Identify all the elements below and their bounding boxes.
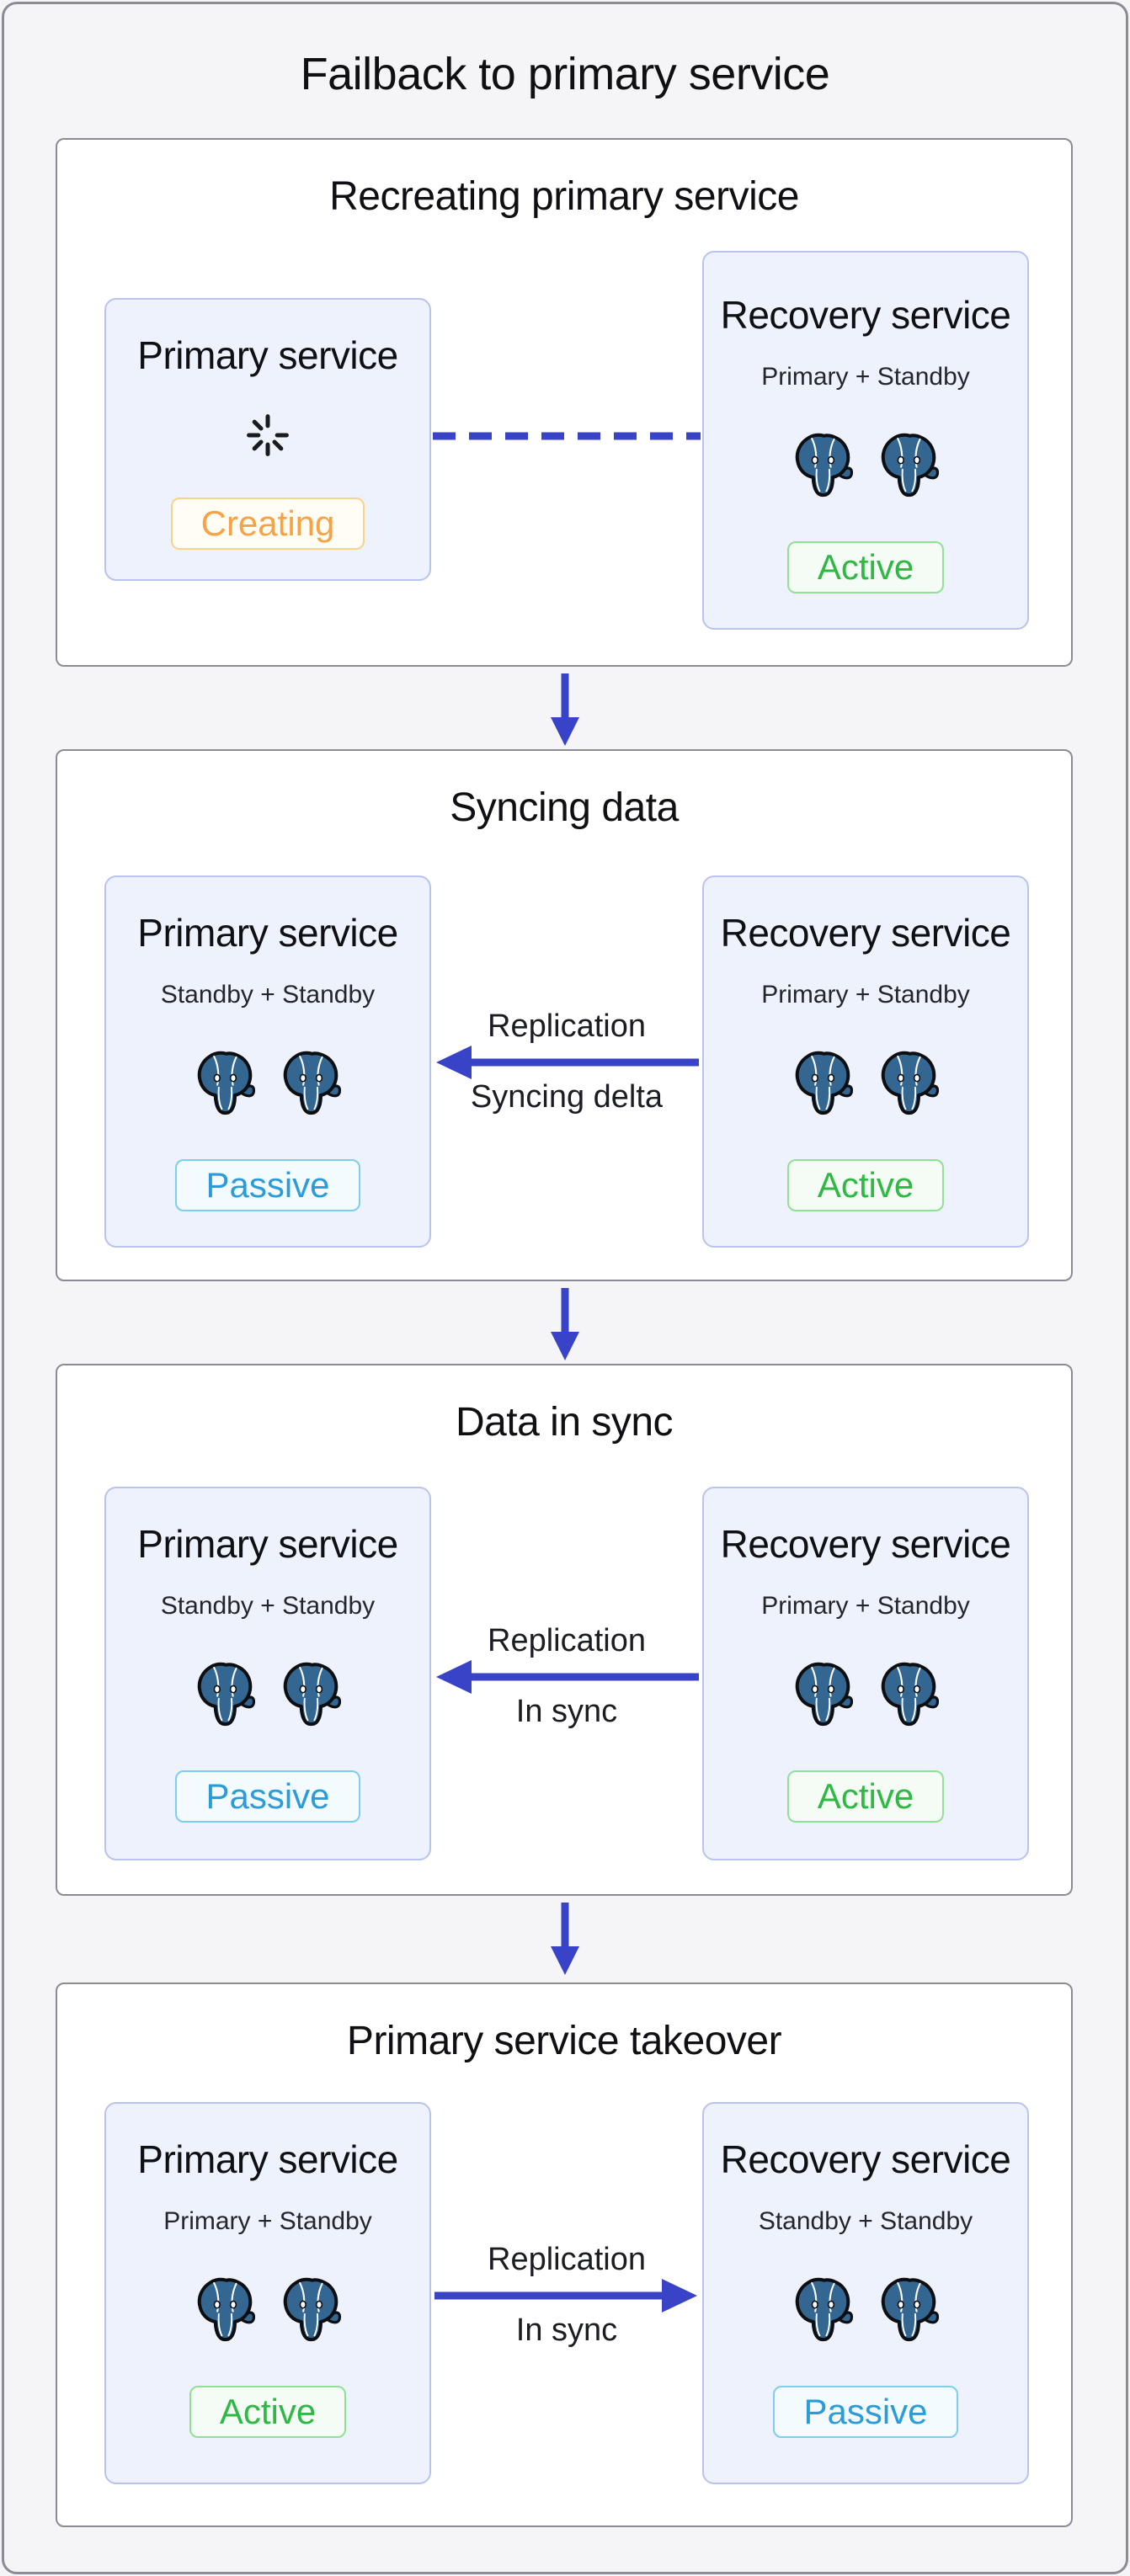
postgres-elephant-icon: [191, 1661, 259, 1728]
replication-label: Replication: [488, 2242, 646, 2277]
postgres-elephant-icon: [191, 2276, 259, 2344]
status-badge: Active: [189, 2385, 347, 2439]
card-title: Recovery service: [720, 1522, 1011, 1566]
primary-service-card: Primary service Standby + Standby Passiv…: [104, 1487, 431, 1860]
replication-arrow-left: [436, 1660, 699, 1694]
recovery-service-card: Recovery service Primary + Standby Activ…: [702, 1487, 1029, 1860]
replication-label: Replication: [488, 1623, 646, 1658]
postgres-elephant-icon: [875, 1050, 942, 1117]
recovery-service-card: Recovery service Primary + Standby Activ…: [702, 876, 1029, 1248]
stage-title: Primary service takeover: [346, 2019, 782, 2063]
postgres-elephant-icon: [875, 2276, 942, 2344]
postgres-elephant-icons: [789, 1050, 942, 1117]
recovery-service-card: Recovery service Primary + Standby Activ…: [702, 251, 1029, 630]
card-subtitle: Primary + Standby: [761, 1591, 970, 1620]
postgres-elephant-icons: [191, 2276, 344, 2344]
card-title: Recovery service: [720, 911, 1011, 955]
card-subtitle: Standby + Standby: [758, 2206, 973, 2235]
card-title: Primary service: [137, 2137, 398, 2181]
sync-state-label: In sync: [515, 1694, 618, 1729]
card-subtitle: Standby + Standby: [160, 980, 376, 1009]
sync-state-label: Syncing delta: [470, 1079, 664, 1115]
down-arrow-icon: [551, 1903, 579, 1975]
postgres-elephant-icon: [789, 1050, 856, 1117]
postgres-elephant-icon: [277, 2276, 344, 2344]
postgres-elephant-icon: [789, 432, 856, 499]
postgres-elephant-icons: [789, 432, 942, 499]
status-badge: Creating: [170, 497, 365, 551]
postgres-elephant-icon: [875, 432, 942, 499]
status-badge: Passive: [773, 2385, 958, 2439]
card-title: Recovery service: [720, 293, 1011, 337]
stage-primary-service-takeover: Primary service takeover Primary service…: [56, 1983, 1073, 2527]
card-title: Primary service: [137, 333, 398, 377]
primary-service-card: Primary service Primary + Standby Active: [104, 2102, 431, 2484]
diagram-title: Failback to primary service: [300, 49, 830, 99]
card-title: Primary service: [137, 911, 398, 955]
down-arrow-icon: [551, 1288, 579, 1360]
stage-recreating-primary-service: Recreating primary service Primary servi…: [56, 138, 1073, 667]
replication-arrow-left: [436, 1046, 699, 1079]
postgres-elephant-icons: [789, 1661, 942, 1728]
card-subtitle: Primary + Standby: [761, 362, 970, 391]
stage-title: Recreating primary service: [329, 174, 799, 219]
stage-syncing-data: Syncing data Primary service Standby + S…: [56, 749, 1073, 1281]
primary-service-card: Primary service Standby + Standby Passiv…: [104, 876, 431, 1248]
card-subtitle: Standby + Standby: [160, 1591, 376, 1620]
card-title: Recovery service: [720, 2137, 1011, 2181]
primary-service-card: Primary service Creating: [104, 298, 431, 581]
status-badge: Passive: [175, 1770, 360, 1823]
postgres-elephant-icons: [789, 2276, 942, 2344]
postgres-elephant-icon: [875, 1661, 942, 1728]
postgres-elephant-icon: [789, 2276, 856, 2344]
down-arrow-icon: [551, 673, 579, 746]
dashed-connector-line: [433, 432, 701, 440]
postgres-elephant-icons: [191, 1050, 344, 1117]
stage-title: Data in sync: [455, 1400, 674, 1445]
card-subtitle: Primary + Standby: [761, 980, 970, 1009]
status-badge: Passive: [175, 1158, 360, 1212]
replication-label: Replication: [488, 1009, 646, 1044]
status-badge: Active: [786, 1158, 945, 1212]
postgres-elephant-icon: [789, 1661, 856, 1728]
spinner-icon: [244, 412, 291, 459]
stage-data-in-sync: Data in sync Primary service Standby + S…: [56, 1364, 1073, 1896]
recovery-service-card: Recovery service Standby + Standby Passi…: [702, 2102, 1029, 2484]
stage-title: Syncing data: [450, 785, 679, 830]
card-subtitle: Primary + Standby: [163, 2206, 372, 2235]
postgres-elephant-icons: [191, 1661, 344, 1728]
card-title: Primary service: [137, 1522, 398, 1566]
sync-state-label: In sync: [515, 2313, 618, 2348]
replication-arrow-right: [434, 2279, 697, 2313]
status-badge: Active: [786, 1770, 945, 1823]
postgres-elephant-icon: [191, 1050, 259, 1117]
postgres-elephant-icon: [277, 1661, 344, 1728]
postgres-elephant-icon: [277, 1050, 344, 1117]
status-badge: Active: [786, 540, 945, 594]
